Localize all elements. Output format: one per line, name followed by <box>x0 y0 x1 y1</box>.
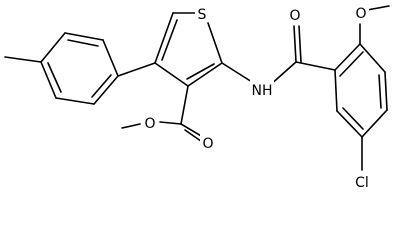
bond-tol-a5 <box>55 97 95 105</box>
methyl-ester-group <box>121 85 209 147</box>
amine-nh-label: NH <box>252 83 273 99</box>
bond-ar-b6 <box>334 69 338 112</box>
bond-ar-b3-double <box>378 74 382 109</box>
bond-c3-c4 <box>154 62 189 87</box>
molecule-structure-diagram: S NH O O O O Cl <box>4 3 390 191</box>
bond-tol-a2 <box>64 32 104 41</box>
bond-c2-n <box>221 62 253 83</box>
bond-tol-a4 <box>40 61 57 99</box>
ester-oxygen-label: O <box>144 116 155 132</box>
bond-tol-methyl <box>4 56 42 63</box>
bond-ar-b1 <box>334 43 361 71</box>
bond-tol-a4-double <box>47 62 62 93</box>
bond-c4-c5 <box>154 12 174 64</box>
bond-ar-b3 <box>384 71 388 111</box>
atom-labels: S NH O O O O Cl <box>142 3 374 191</box>
bond-ar-b5 <box>336 110 363 138</box>
chlorine-atom-label: Cl <box>355 175 369 191</box>
bond-amide-co <box>293 25 297 63</box>
bond-tol-a6-double <box>91 74 112 98</box>
chloromethoxyphenyl-ring <box>295 5 390 171</box>
bond-c4-aryl <box>117 62 156 77</box>
bond-ar-b5-double <box>342 107 364 130</box>
bond-s-c2 <box>207 22 223 64</box>
bond-ester-o-me <box>121 123 141 129</box>
bond-c2-c3-double <box>186 63 215 80</box>
amide-group <box>221 25 302 87</box>
bond-tol-a6 <box>93 75 119 105</box>
bond-tol-a3 <box>40 32 66 63</box>
bond-ar-b2 <box>359 43 386 73</box>
sulfur-atom-label: S <box>198 7 207 23</box>
bond-c3-ester-c <box>180 85 189 125</box>
bond-c2-c3 <box>187 62 223 87</box>
bond-c4-c5-double <box>161 19 178 61</box>
bond-ar-b4 <box>361 109 388 138</box>
bond-ester-c-o <box>159 121 182 125</box>
bond-tol-a2-double <box>67 39 99 47</box>
bond-ar-b1-double <box>339 51 364 77</box>
bond-o-methoxy-me <box>366 5 390 11</box>
thiophene-ring <box>154 12 223 87</box>
methoxy-oxygen-label: O <box>355 6 366 22</box>
tolyl-group <box>4 32 156 105</box>
ester-carbonyl-oxygen-label: O <box>202 136 213 152</box>
amide-oxygen-label: O <box>289 8 300 24</box>
bond-amide-co-double <box>298 25 302 63</box>
bond-tol-a1 <box>102 39 119 77</box>
bond-carbonyl-aryl <box>295 61 336 71</box>
